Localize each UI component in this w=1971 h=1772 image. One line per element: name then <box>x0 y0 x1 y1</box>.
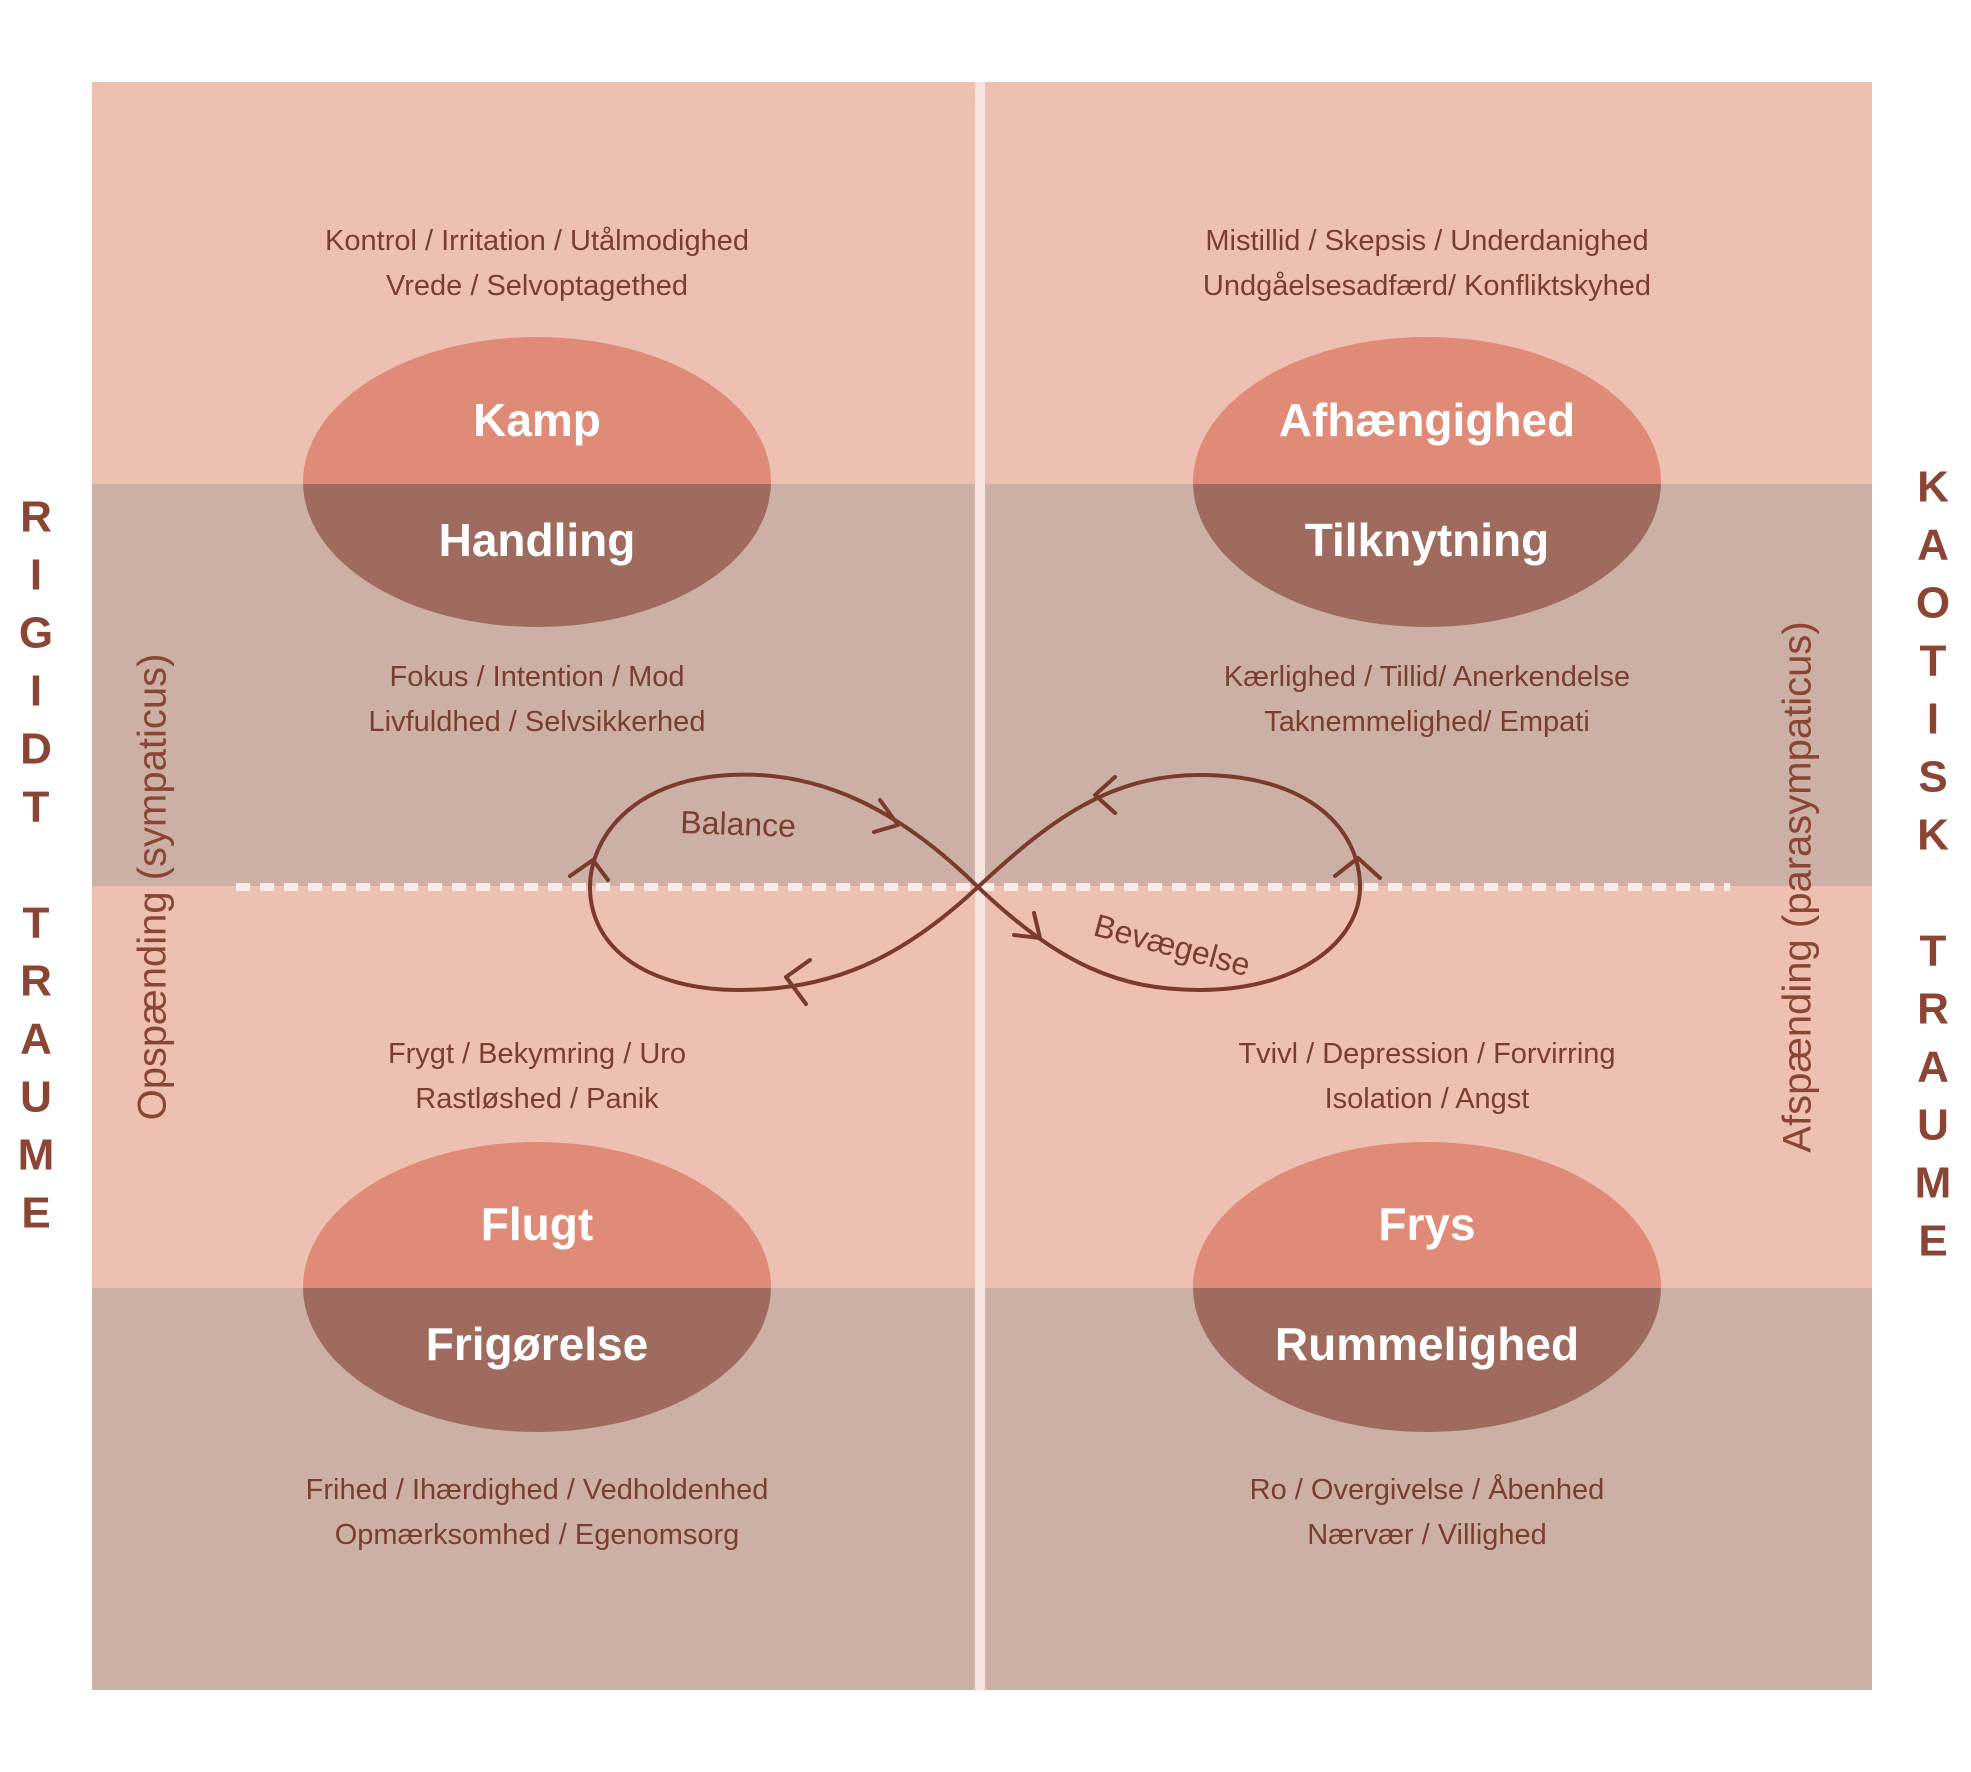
br-bottom-line-2: Nærvær / Villighed <box>1307 1519 1547 1551</box>
label-afhaengighed: Afhængighed <box>1279 394 1575 446</box>
right-title-letter: A <box>1917 521 1949 570</box>
right-title-letter: R <box>1917 985 1949 1034</box>
arrowhead-balance <box>872 798 900 834</box>
left-title-letter: R <box>20 957 52 1006</box>
left-title-letter: D <box>20 725 52 774</box>
left-title-letter: T <box>23 783 50 832</box>
br-top-line-2: Isolation / Angst <box>1325 1083 1530 1115</box>
right-title-letter: T <box>1920 637 1947 686</box>
label-kamp: Kamp <box>473 394 601 446</box>
right-title-letter: M <box>1915 1159 1952 1208</box>
label-tilknytning: Tilknytning <box>1305 514 1550 566</box>
right-title-letter: T <box>1920 927 1947 976</box>
label-afspaending: Afspænding (parasympaticus) <box>1776 621 1820 1152</box>
arrowhead-lower-left <box>784 958 812 1006</box>
right-title-letter: K <box>1917 811 1949 860</box>
label-handling: Handling <box>439 514 636 566</box>
arrowhead-left-loop <box>568 858 610 882</box>
infinity-left-loop <box>588 772 980 992</box>
left-title-letter: A <box>20 1015 52 1064</box>
infinity-right-loop <box>976 773 1362 992</box>
right-title-letter: E <box>1918 1217 1947 1266</box>
arrowhead-upper-right <box>1093 775 1117 815</box>
tl-bottom-line-1: Fokus / Intention / Mod <box>390 661 685 693</box>
arrowhead-right-loop <box>1333 856 1382 880</box>
label-frys: Frys <box>1378 1198 1475 1250</box>
tr-top-line-2: Undgåelsesadfærd/ Konfliktskyhed <box>1203 270 1651 302</box>
left-title-letter: T <box>23 899 50 948</box>
tr-top-line-1: Mistillid / Skepsis / Underdanighed <box>1205 225 1648 257</box>
left-title-letter: G <box>19 609 53 658</box>
right-title-letter: I <box>1927 695 1939 744</box>
left-title-letter: I <box>30 667 42 716</box>
tr-bottom-line-1: Kærlighed / Tillid/ Anerkendelse <box>1224 661 1630 693</box>
bl-bottom-line-2: Opmærksomhed / Egenomsorg <box>335 1519 740 1551</box>
left-title-letter: E <box>21 1189 50 1238</box>
infinity-loop <box>568 772 1382 1006</box>
left-title-letter: M <box>18 1131 55 1180</box>
bl-top-line-2: Rastløshed / Panik <box>415 1083 659 1115</box>
br-top-line-1: Tvivl / Depression / Forvirring <box>1238 1038 1615 1070</box>
right-title-letter: S <box>1918 753 1947 802</box>
right-title-letter: K <box>1917 463 1949 512</box>
right-title-letter: U <box>1917 1101 1949 1150</box>
label-opspaending: Opspænding (sympaticus) <box>131 654 175 1121</box>
bl-top-line-1: Frygt / Bekymring / Uro <box>388 1038 686 1070</box>
arrowhead-lower-right <box>1012 911 1042 940</box>
label-balance: Balance <box>680 804 797 844</box>
br-bottom-line-1: Ro / Overgivelse / Åbenhed <box>1250 1473 1605 1506</box>
left-title-letter: I <box>30 551 42 600</box>
left-title-letter: U <box>20 1073 52 1122</box>
right-title-letter: A <box>1917 1043 1949 1092</box>
tl-top-line-2: Vrede / Selvoptagethed <box>386 270 688 302</box>
tl-top-line-1: Kontrol / Irritation / Utålmodighed <box>325 225 749 257</box>
bl-bottom-line-1: Frihed / Ihærdighed / Vedholdenhed <box>306 1474 769 1506</box>
left-title-letter: R <box>20 493 52 542</box>
right-title-letter: O <box>1916 579 1950 628</box>
label-rummelighed: Rummelighed <box>1275 1318 1579 1370</box>
label-frigoerelse: Frigørelse <box>426 1318 648 1370</box>
tr-bottom-line-2: Taknemmelighed/ Empati <box>1264 706 1590 738</box>
label-flugt: Flugt <box>481 1198 593 1250</box>
tl-bottom-line-2: Livfuldhed / Selvsikkerhed <box>369 706 706 738</box>
